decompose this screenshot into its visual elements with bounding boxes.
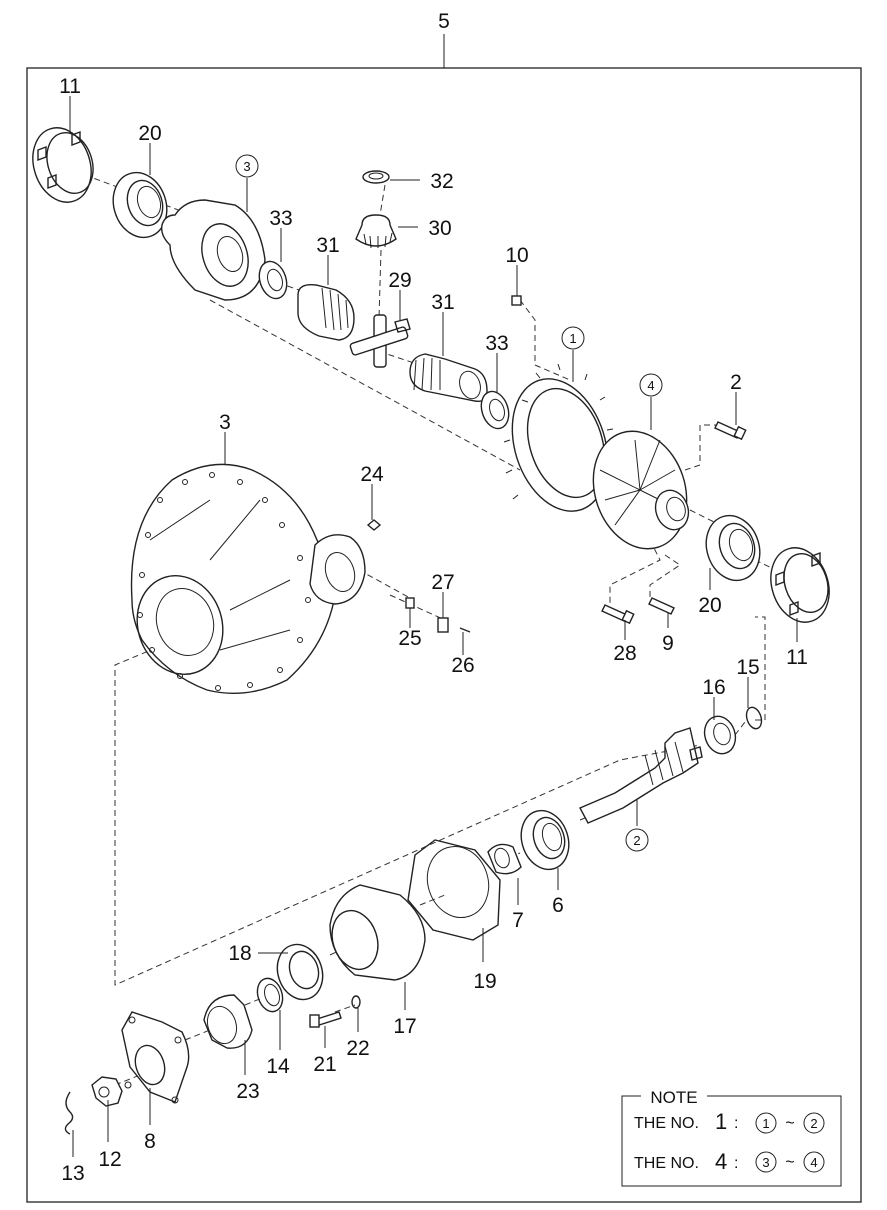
callout-circled-2: 2 <box>633 833 640 848</box>
side-gear-31-right <box>409 353 488 402</box>
carrier-housing <box>130 463 366 694</box>
callout-26: 26 <box>451 654 474 677</box>
callout-circled-3: 3 <box>243 159 250 174</box>
callout-31: 31 <box>316 234 339 257</box>
callout-15: 15 <box>736 656 759 679</box>
adjuster-nut-11-top <box>32 127 94 203</box>
note-box: NOTE THE NO. 1 : 1 ~ 2 THE NO. 4 : 3 ~ 4 <box>621 1088 842 1187</box>
callout-19: 19 <box>473 970 496 993</box>
callout-8: 8 <box>144 1130 156 1153</box>
washer-22 <box>351 995 361 1009</box>
callout-31: 31 <box>431 291 454 314</box>
note-line1-prefix: THE NO. <box>634 1115 699 1132</box>
callout-16: 16 <box>702 676 725 699</box>
callout-22: 22 <box>346 1037 369 1060</box>
callout-3: 3 <box>219 411 231 434</box>
callout-circled-4: 4 <box>647 378 654 393</box>
note-title: NOTE <box>650 1088 697 1107</box>
callout-13: 13 <box>61 1162 84 1185</box>
note-line1-sep: : <box>734 1115 738 1132</box>
pinion-cross-shaft-29 <box>349 314 411 368</box>
plate-25 <box>405 597 415 609</box>
pilot-bearing-16 <box>703 715 737 755</box>
differential-case <box>592 430 690 550</box>
bolt-28 <box>601 604 635 625</box>
note-line1-to: 2 <box>810 1116 817 1131</box>
side-gear-31-left <box>297 284 355 341</box>
callout-7: 7 <box>512 909 524 932</box>
bearing-20-top <box>112 171 168 239</box>
callout-11: 11 <box>786 646 808 669</box>
callout-11: 11 <box>59 75 81 98</box>
callout-6: 6 <box>552 894 564 917</box>
shim-14 <box>256 977 284 1013</box>
thrust-washer-33-left <box>258 260 288 300</box>
callout-9: 9 <box>662 632 674 655</box>
drive-pinion-2 <box>579 727 703 824</box>
note-line1-number: 1 <box>715 1109 727 1134</box>
assembly-dash-lines <box>84 174 781 1086</box>
adjuster-nut-11-right <box>770 547 830 623</box>
small-plug-10 <box>511 295 522 306</box>
callout-30: 30 <box>428 217 451 240</box>
callout-29: 29 <box>388 269 411 292</box>
pinion-washer-32 <box>362 170 390 184</box>
note-line2-prefix: THE NO. <box>634 1155 699 1172</box>
callout-24: 24 <box>360 463 384 486</box>
pinion-bearing-18 <box>276 943 324 1001</box>
lock-nut-12 <box>91 1076 123 1107</box>
differential-case-half <box>160 199 266 301</box>
callout-32: 32 <box>430 170 453 193</box>
screw-26 <box>459 627 471 633</box>
note-line2-from: 3 <box>762 1155 769 1170</box>
bolt-21 <box>309 1011 342 1028</box>
snap-ring-15 <box>745 706 763 730</box>
callout-2: 2 <box>730 371 742 394</box>
pinion-bearing-6 <box>520 809 570 871</box>
callout-18: 18 <box>228 942 251 965</box>
bearing-retainer-17 <box>329 884 426 981</box>
callout-10: 10 <box>505 244 528 267</box>
callout-21: 21 <box>313 1053 336 1076</box>
assembly-label: 5 <box>438 10 450 33</box>
note-line2-to: 4 <box>810 1155 817 1170</box>
callout-33: 33 <box>269 207 292 230</box>
callout-20: 20 <box>698 594 721 617</box>
ring-gear-bolt-2 <box>714 421 747 441</box>
callout-23: 23 <box>236 1080 259 1103</box>
bearing-20-right <box>705 514 761 582</box>
bolt-9 <box>648 597 675 615</box>
callout-33: 33 <box>485 332 508 355</box>
callout-labels: 11 20 3 33 31 32 30 29 10 31 33 1 4 2 3 … <box>59 75 808 1185</box>
note-line1-tilde: ~ <box>785 1115 794 1132</box>
callout-circled-1: 1 <box>569 331 576 346</box>
note-line2-tilde: ~ <box>785 1154 794 1171</box>
cotter-pin-13 <box>64 1091 74 1135</box>
gasket-19 <box>407 839 501 941</box>
callout-20: 20 <box>138 122 161 145</box>
thrust-washer-33-right <box>480 390 510 430</box>
note-line1-from: 1 <box>762 1116 769 1131</box>
note-line2-sep: : <box>734 1155 738 1172</box>
leader-lines <box>69 96 798 1157</box>
callout-27: 27 <box>431 571 454 594</box>
callout-12: 12 <box>98 1148 121 1171</box>
callout-28: 28 <box>613 642 636 665</box>
callout-17: 17 <box>393 1015 416 1038</box>
collapsible-spacer-7 <box>487 843 522 875</box>
companion-flange-8 <box>121 1011 190 1104</box>
clip-24 <box>366 519 382 531</box>
note-line2-number: 4 <box>715 1149 727 1174</box>
oil-seal-23 <box>203 994 253 1049</box>
callout-14: 14 <box>266 1055 290 1078</box>
bracket-27 <box>437 617 449 633</box>
pinion-gear-30 <box>355 214 397 249</box>
callout-25: 25 <box>398 627 421 650</box>
